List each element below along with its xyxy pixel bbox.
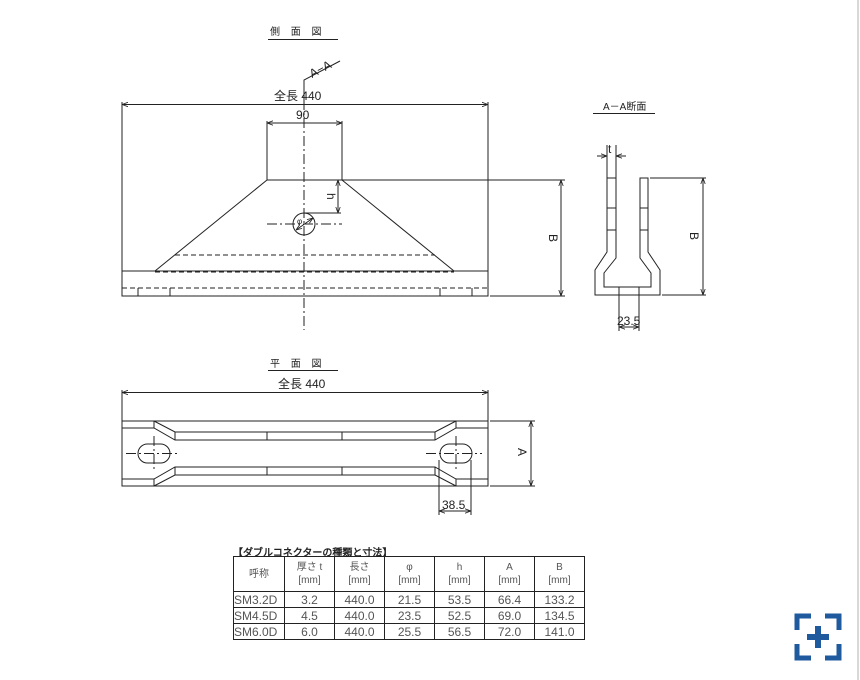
section-view-title: A－A断面 [603, 100, 646, 113]
header-unit: [mm] [548, 575, 571, 586]
scrollbar-edge [857, 0, 859, 680]
side-view: 側 面 図 A−A 全長 440 90 φ h B [121, 25, 565, 330]
header-unit: [mm] [398, 575, 421, 586]
header-cell: 長さ [mm] [334, 556, 385, 592]
header-cell: B [mm] [534, 556, 585, 592]
b-label: B [546, 234, 560, 242]
header-name: h [456, 562, 463, 573]
cell: 21.5 [384, 591, 435, 608]
header-unit: [mm] [498, 575, 521, 586]
cell: 141.0 [534, 623, 585, 640]
dimensions-table: 呼称 厚さ t [mm] 長さ [mm] φ [mm] h [mm] A [mm] B [m… [233, 556, 585, 640]
cell: 6.0 [284, 623, 335, 640]
plan-view-title: 平 面 図 [270, 358, 326, 370]
zoom-button[interactable] [794, 613, 842, 661]
table-title: 【ダブルコネクターの種類と寸法】 [233, 548, 393, 559]
t-label: t [608, 142, 612, 156]
header-name: 長さ [349, 562, 370, 573]
header-unit: [mm] [298, 575, 321, 586]
cell: 3.2 [284, 591, 335, 608]
cell: 53.5 [434, 591, 485, 608]
header-cell: A [mm] [484, 556, 535, 592]
cell: 52.5 [434, 607, 485, 624]
header-unit: [mm] [448, 575, 471, 586]
section-b-label: B [687, 232, 701, 240]
header-name: 厚さ t [296, 562, 323, 573]
header-name: B [556, 562, 563, 573]
slot-pitch-label: 38.5 [442, 498, 466, 512]
phi-label: φ [297, 217, 302, 226]
cell: 133.2 [534, 591, 585, 608]
header-cell: φ [mm] [384, 556, 435, 592]
header-name: φ [406, 562, 413, 573]
table-header-row: 呼称 厚さ t [mm] 長さ [mm] φ [mm] h [mm] A [mm] B [m… [233, 556, 585, 592]
cell: 72.0 [484, 623, 535, 640]
a-label: A [515, 448, 529, 456]
plan-length-label: 全長 440 [278, 376, 326, 391]
cell: 69.0 [484, 607, 535, 624]
overall-length-label: 全長 440 [274, 88, 322, 103]
header-cell: 厚さ t [mm] [284, 556, 335, 592]
cell: 66.4 [484, 591, 535, 608]
header-name: A [506, 562, 513, 573]
zoom-fit-plus-icon [794, 613, 842, 661]
top-width-label: 90 [296, 108, 310, 122]
plan-view: 平 面 図 全長 440 A 38.5 [121, 358, 535, 515]
section-view: A－A断面 t B 23.5 [593, 100, 706, 331]
header-cell: h [mm] [434, 556, 485, 592]
h-label: h [324, 193, 338, 200]
section-mark: A−A [307, 57, 334, 80]
cell: 25.5 [384, 623, 435, 640]
cell: 440.0 [334, 591, 385, 608]
side-view-title: 側 面 図 [270, 25, 326, 38]
cell: SM3.2D [233, 591, 285, 608]
cell: 134.5 [534, 607, 585, 624]
cell: 23.5 [384, 607, 435, 624]
cell: 440.0 [334, 607, 385, 624]
header-cell: 呼称 [233, 556, 285, 592]
gap-label: 23.5 [617, 314, 641, 328]
header-unit: [mm] [348, 575, 371, 586]
cell: 440.0 [334, 623, 385, 640]
header-name: 呼称 [249, 568, 269, 580]
cell: 56.5 [434, 623, 485, 640]
cell: 4.5 [284, 607, 335, 624]
cell: SM4.5D [233, 607, 285, 624]
cell: SM6.0D [233, 623, 285, 640]
